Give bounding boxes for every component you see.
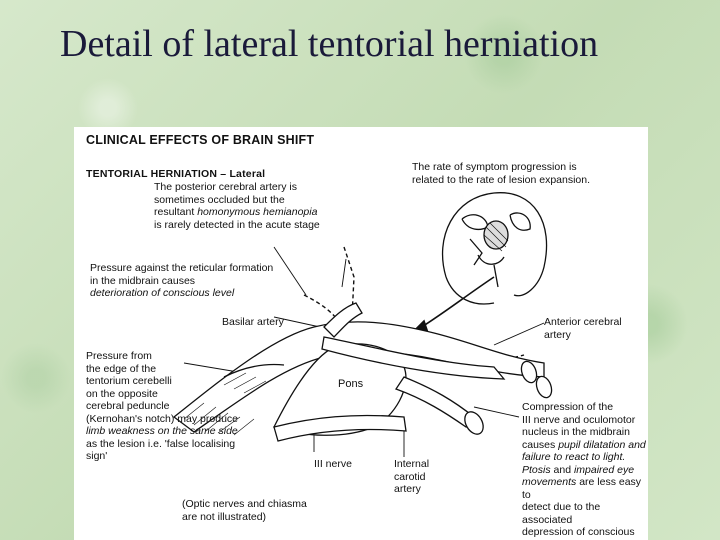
slide-title: Detail of lateral tentorial herniation: [60, 23, 599, 65]
tentorium-note-line: on the opposite: [86, 387, 158, 400]
compression-note-line: failure to react to light.: [522, 451, 626, 463]
tentorium-note-line: Pressure from: [86, 350, 152, 362]
compression-note-text: causes: [522, 438, 559, 451]
tentorium-note-line: limb weakness on the same side: [86, 425, 238, 437]
pca-note-line: resultant homonymous hemianopia: [154, 206, 320, 219]
pca-note-line: is rarely detected in the acute stage: [154, 218, 320, 231]
basilar-artery-label: Basilar artery: [222, 316, 284, 328]
pca-note-line: sometimes occluded but the: [154, 193, 285, 206]
tentorium-note-line: as the lesion i.e. 'false localising: [86, 437, 236, 450]
compression-note-line: nucleus in the midbrain: [522, 426, 630, 438]
compression-note-text: and: [550, 463, 574, 476]
label-line: Internal: [394, 458, 430, 470]
compression-note-italic: impaired eye: [573, 463, 635, 476]
tentorium-note-line: (Kernohan's notch) may produce: [86, 412, 239, 425]
label-line: artery: [394, 483, 421, 495]
pca-note: The posterior cerebral artery is sometim…: [154, 181, 320, 231]
compression-note: Compression of the III nerve and oculomo…: [522, 401, 648, 540]
pca-note-italic: homonymous hemianopia: [197, 206, 318, 218]
brain-anatomy-drawing: [172, 192, 553, 457]
optic-note-line: are not illustrated): [182, 510, 267, 523]
compression-note-text: are less easy to: [522, 476, 642, 501]
tentorium-note-line: tentorium cerebelli: [86, 375, 172, 387]
compression-note-italic: Ptosis: [522, 463, 551, 476]
compression-note-line: movements are less easy to: [522, 476, 648, 501]
coronal-section-inset: [441, 192, 548, 305]
compression-note-line: causes pupil dilatation and: [522, 439, 648, 452]
compression-note-line: depression of conscious level.: [522, 526, 635, 540]
compression-note-line: detect due to the associated: [522, 501, 601, 526]
pca-note-line: The posterior cerebral artery is: [154, 181, 297, 193]
label-line: artery: [544, 328, 571, 341]
herniation-figure: CLINICAL EFFECTS OF BRAIN SHIFT TENTORIA…: [74, 127, 648, 540]
compression-note-italic: pupil dilatation and: [558, 438, 646, 451]
rate-note: The rate of symptom progression is relat…: [412, 161, 590, 186]
tentorium-note: Pressure from the edge of the tentorium …: [86, 350, 238, 463]
figure-heading: CLINICAL EFFECTS OF BRAIN SHIFT: [86, 133, 315, 147]
reticular-note-line: deterioration of conscious level: [90, 287, 235, 299]
optic-note: (Optic nerves and chiasma are not illust…: [182, 498, 307, 523]
optic-note-line: (Optic nerves and chiasma: [182, 498, 307, 510]
label-line: Anterior cerebral: [544, 316, 622, 328]
compression-note-line: Ptosis and impaired eye: [522, 464, 648, 477]
compression-note-line: III nerve and oculomotor: [522, 413, 636, 426]
third-nerve-label: III nerve: [314, 458, 352, 470]
reticular-note: Pressure against the reticular formation…: [90, 262, 273, 300]
rate-note-line: related to the rate of lesion expansion.: [412, 173, 591, 186]
rate-note-line: The rate of symptom progression is: [412, 161, 577, 173]
figure-subheading: TENTORIAL HERNIATION – Lateral: [86, 168, 266, 180]
reticular-note-line: Pressure against the reticular formation: [90, 262, 274, 274]
internal-carotid-label: Internal carotid artery: [394, 458, 429, 496]
tentorium-note-line: cerebral peduncle: [86, 400, 170, 412]
reticular-note-line: in the midbrain causes: [90, 274, 196, 287]
pons-label: Pons: [338, 378, 364, 390]
compression-note-line: Compression of the: [522, 401, 614, 413]
compression-note-italic: movements: [522, 476, 577, 488]
tentorium-note-line: sign': [86, 450, 108, 462]
pca-note-text: resultant: [154, 206, 198, 218]
anterior-cerebral-label: Anterior cerebral artery: [544, 316, 622, 341]
label-line: carotid: [394, 470, 426, 483]
tentorium-note-line: the edge of the: [86, 362, 157, 375]
